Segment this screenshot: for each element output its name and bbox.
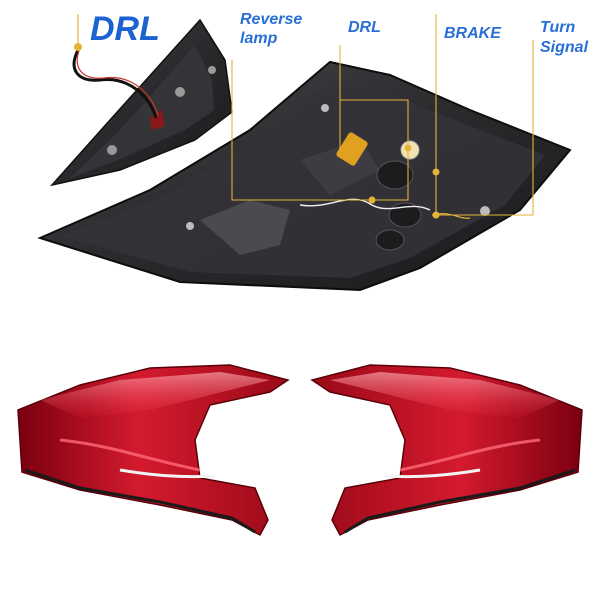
right-taillight-lens xyxy=(310,364,583,537)
turn-label-line2: Signal xyxy=(540,39,589,56)
wire-harness xyxy=(72,47,159,119)
callout-dots xyxy=(368,144,440,219)
small-housing-piece xyxy=(49,18,233,187)
main-housing xyxy=(37,60,572,292)
turn-label-line1: Turn xyxy=(540,19,576,36)
left-taillight-lens xyxy=(17,364,290,537)
drl-label: DRL xyxy=(348,19,381,36)
brake-label: BRAKE xyxy=(444,25,501,42)
drl-main-label: DRL xyxy=(90,10,160,48)
reverse-label-line2: lamp xyxy=(240,30,278,47)
reverse-label-line1: Reverse xyxy=(240,11,303,28)
